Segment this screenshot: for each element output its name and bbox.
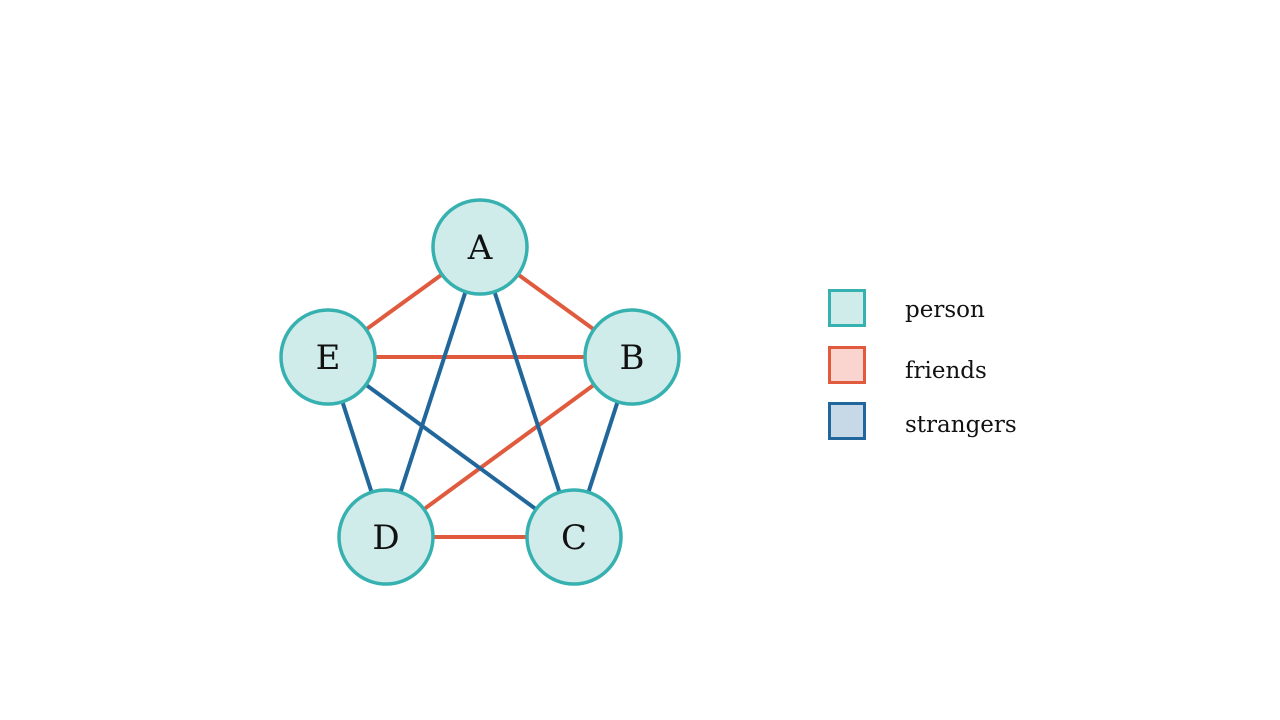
edge-e-d-strangers <box>340 401 374 493</box>
legend-label-strangers: strangers <box>905 412 1017 438</box>
legend-swatch-friends <box>828 346 866 384</box>
node-b: B <box>583 308 681 406</box>
node-label-d: D <box>372 518 399 558</box>
node-a: A <box>431 198 529 296</box>
node-circle-e <box>279 308 377 406</box>
legend-item-friends: friends <box>828 346 1088 388</box>
node-circle-d <box>337 488 435 586</box>
edges-layer <box>340 272 620 539</box>
edge-a-c-strangers <box>492 291 562 493</box>
node-circle-a <box>431 198 529 296</box>
node-circle-c <box>525 488 623 586</box>
nodes-layer: A B C D E <box>279 198 681 586</box>
edge-e-c-strangers <box>364 383 538 511</box>
legend-swatch-strangers <box>828 402 866 440</box>
node-c: C <box>525 488 623 586</box>
legend-label-person: person <box>905 297 985 323</box>
edge-a-e-friends <box>364 272 444 332</box>
node-label-b: B <box>620 338 645 378</box>
legend-item-strangers: strangers <box>828 402 1088 444</box>
node-circle-b <box>583 308 681 406</box>
node-label-c: C <box>561 518 587 558</box>
edge-b-c-strangers <box>586 401 620 493</box>
edge-a-d-strangers <box>398 291 468 493</box>
node-label-e: E <box>316 338 341 378</box>
legend-swatch-person <box>828 289 866 327</box>
node-label-a: A <box>467 228 493 268</box>
legend-label-friends: friends <box>905 358 987 384</box>
legend: person friends strangers <box>828 289 1088 459</box>
node-e: E <box>279 308 377 406</box>
edge-d-b-friends <box>422 383 596 511</box>
node-d: D <box>337 488 435 586</box>
edge-a-b-friends <box>516 272 596 332</box>
legend-item-person: person <box>828 289 1088 331</box>
